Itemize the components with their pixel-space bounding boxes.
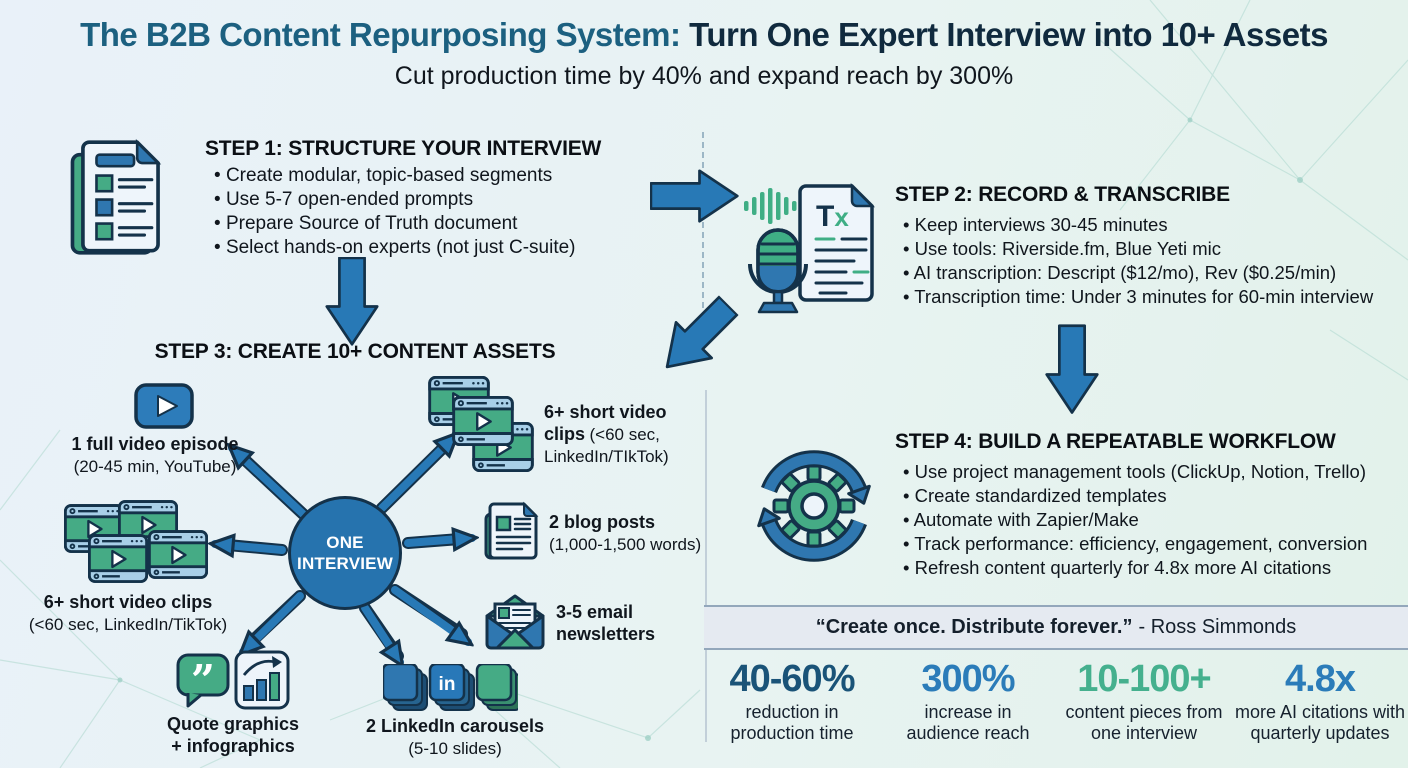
arrow-step2-to-step4 xyxy=(1044,320,1100,420)
quote-bubble-icon: ” xyxy=(176,653,230,708)
video-clip-stack-icon xyxy=(64,500,208,583)
quote-text: “Create once. Distribute forever.” xyxy=(815,616,1133,638)
arrow-step1-to-step2 xyxy=(650,168,740,224)
step2-bullet: AI transcription: Descript ($12/mo), Rev… xyxy=(903,261,1373,285)
carousels-label-bold: 2 LinkedIn carousels xyxy=(365,716,545,736)
center-divider-solid xyxy=(705,390,707,742)
video-clip-stack-icon xyxy=(428,376,534,472)
quote-graphics-label: Quote graphics + infographics xyxy=(133,714,333,758)
center-divider-dashed xyxy=(702,132,704,328)
stat-label: content pieces from one interview xyxy=(1065,702,1223,743)
quote-attribution: - Ross Simmonds xyxy=(1138,616,1297,638)
step1-bullets: Create modular, topic-based segments Use… xyxy=(214,164,576,260)
quote-graphics-label-line1: Quote graphics xyxy=(166,714,300,734)
clips-left-label-detail: (<60 sec, LinkedIn/TikTok) xyxy=(28,615,228,634)
youtube-play-icon xyxy=(134,383,194,429)
email-label-line1: 3-5 email xyxy=(556,602,634,622)
quote-bar: “Create once. Distribute forever.” - Ros… xyxy=(704,605,1408,650)
hub-label-line2: INTERVIEW xyxy=(297,554,393,573)
page-subtitle: Cut production time by 40% and expand re… xyxy=(394,62,1014,90)
hub-label-line1: ONE xyxy=(326,533,364,552)
linkedin-carousel-stack-icon: in xyxy=(383,664,518,711)
svg-text:in: in xyxy=(439,674,456,695)
stats-row: 40-60% reduction in production time 300%… xyxy=(704,658,1408,744)
step1-bullet: Create modular, topic-based segments xyxy=(214,164,576,188)
step2-heading: STEP 2: RECORD & TRANSCRIBE xyxy=(895,183,1230,206)
stat-audience-reach: 300% increase in audience reach xyxy=(880,658,1056,744)
video-episode-label-bold: 1 full video episode xyxy=(71,434,239,454)
step4-bullet: Use project management tools (ClickUp, N… xyxy=(903,460,1367,484)
quote-graphics-label-line2: + infographics xyxy=(171,736,295,756)
svg-text:”: ” xyxy=(191,656,215,705)
stat-value: 300% xyxy=(921,658,1015,700)
email-label: 3-5 email newsletters xyxy=(556,602,706,646)
video-episode-label: 1 full video episode (20-45 min, YouTube… xyxy=(50,434,260,478)
step2-bullet: Transcription time: Under 3 minutes for … xyxy=(903,285,1373,309)
hub-spoke-arrows xyxy=(60,368,710,768)
carousels-label: 2 LinkedIn carousels (5-10 slides) xyxy=(350,716,560,760)
stat-production-time: 40-60% reduction in production time xyxy=(704,658,880,744)
blog-label: 2 blog posts (1,000-1,500 words) xyxy=(549,512,739,556)
step3-heading: STEP 3: CREATE 10+ CONTENT ASSETS xyxy=(154,340,556,363)
step4-bullet: Refresh content quarterly for 4.8x more … xyxy=(903,556,1367,580)
one-interview-hub: ONE INTERVIEW xyxy=(288,496,402,610)
envelope-newsletter-icon xyxy=(485,594,545,650)
arrow-step1-to-step3 xyxy=(324,257,380,347)
step1-bullet: Prepare Source of Truth document xyxy=(214,212,576,236)
clips-right-label-detail: (<60 sec, LinkedIn/TIkTok) xyxy=(544,425,669,466)
document-checklist-icon xyxy=(70,139,162,255)
stat-value: 10-100+ xyxy=(1077,658,1212,700)
refresh-gear-icon xyxy=(757,450,871,562)
stat-label: increase in audience reach xyxy=(906,702,1030,743)
clips-left-label: 6+ short video clips (<60 sec, LinkedIn/… xyxy=(13,592,243,636)
blog-label-bold: 2 blog posts xyxy=(549,512,656,532)
step1-heading: STEP 1: STRUCTURE YOUR INTERVIEW xyxy=(205,137,602,160)
step2-bullet: Keep interviews 30-45 minutes xyxy=(903,213,1373,237)
step4-heading: STEP 4: BUILD A REPEATABLE WORKFLOW xyxy=(895,430,1336,453)
page-title-main: Turn One Expert Interview into 10+ Asset… xyxy=(689,16,1328,53)
step1-bullet: Use 5-7 open-ended prompts xyxy=(214,188,576,212)
stat-ai-citations: 4.8x more AI citations with quarterly up… xyxy=(1232,658,1408,744)
clips-left-label-bold: 6+ short video clips xyxy=(43,592,213,612)
svg-text:Tx: Tx xyxy=(816,200,849,233)
step1-bullet: Select hands-on experts (not just C-suit… xyxy=(214,236,576,260)
step4-bullet: Track performance: efficiency, engagemen… xyxy=(903,532,1367,556)
clips-right-label: 6+ short video clips (<60 sec, LinkedIn/… xyxy=(544,402,696,468)
clips-right-label-bold: 6+ short video clips xyxy=(544,402,667,444)
page-title-accent: The B2B Content Repurposing System: xyxy=(80,16,690,53)
page-title: The B2B Content Repurposing System: Turn… xyxy=(0,16,1408,54)
step2-bullets: Keep interviews 30-45 minutes Use tools:… xyxy=(903,213,1374,309)
stat-label: more AI citations with quarterly updates xyxy=(1234,702,1406,743)
stat-value: 4.8x xyxy=(1285,658,1356,700)
step4-bullet: Automate with Zapier/Make xyxy=(903,508,1367,532)
step4-bullets: Use project management tools (ClickUp, N… xyxy=(903,460,1368,580)
stat-label: reduction in production time xyxy=(730,702,854,743)
step4-bullet: Create standardized templates xyxy=(903,484,1367,508)
carousels-label-detail: (5-10 slides) xyxy=(408,739,502,758)
email-label-line2: newsletters xyxy=(556,624,656,644)
bar-chart-icon xyxy=(234,650,290,710)
microphone-transcript-icon: Tx xyxy=(744,182,876,314)
blog-document-icon xyxy=(484,501,539,560)
step2-bullet: Use tools: Riverside.fm, Blue Yeti mic xyxy=(903,237,1373,261)
video-episode-label-detail: (20-45 min, YouTube) xyxy=(73,457,237,476)
blog-label-detail: (1,000-1,500 words) xyxy=(549,535,702,554)
stat-content-pieces: 10-100+ content pieces from one intervie… xyxy=(1056,658,1232,744)
stat-value: 40-60% xyxy=(729,658,856,700)
